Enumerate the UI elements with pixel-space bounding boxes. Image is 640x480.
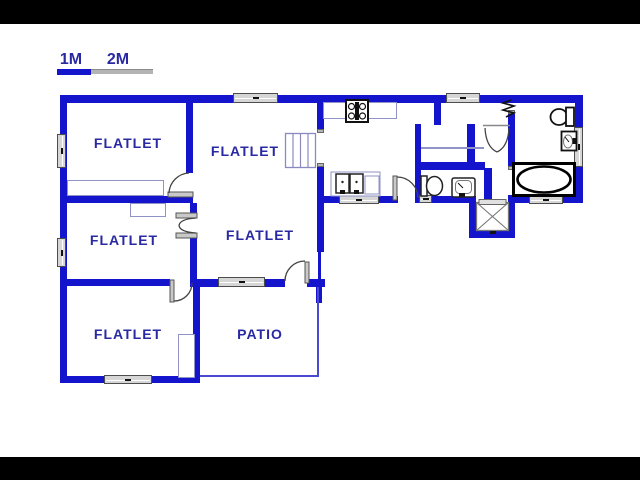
window — [446, 93, 480, 103]
patio-edge — [200, 375, 319, 377]
built-in-cupboard — [178, 334, 195, 378]
bathtub — [512, 162, 576, 197]
wc-toilet — [420, 175, 444, 197]
wall — [434, 95, 441, 125]
wall — [307, 279, 325, 287]
door-patio — [284, 260, 310, 284]
wall — [469, 196, 476, 238]
room-label-flatlet-mid-left: FLATLET — [89, 232, 159, 248]
wall — [193, 286, 200, 383]
wall — [415, 196, 475, 203]
bathroom-basin — [560, 130, 578, 152]
wall — [190, 203, 197, 215]
wall — [317, 95, 324, 133]
door-room1 — [167, 172, 194, 198]
letterbox-bottom — [0, 457, 640, 480]
door-jamb — [317, 129, 324, 133]
wall — [190, 236, 197, 282]
door-bottom-flatlet — [169, 279, 193, 303]
window — [104, 375, 152, 384]
wall — [508, 196, 515, 238]
room-label-patio: PATIO — [237, 326, 283, 342]
scale-bar-gray-segment — [91, 69, 153, 74]
wall — [467, 124, 475, 169]
wall — [484, 168, 492, 203]
patio-edge — [317, 287, 319, 377]
window — [57, 238, 66, 267]
wall — [60, 196, 193, 203]
bathroom-toilet — [549, 106, 575, 127]
room-label-flatlet-top-left: FLATLET — [93, 135, 163, 151]
double-swing-door — [175, 212, 198, 239]
room-label-flatlet-top-mid: FLATLET — [210, 143, 280, 159]
room-label-flatlet-mid: FLATLET — [225, 227, 295, 243]
wall — [60, 279, 170, 286]
half-wall-line — [421, 147, 484, 149]
built-in-counter — [67, 180, 164, 196]
wall — [318, 252, 321, 280]
wc-basin — [451, 177, 476, 198]
wall — [316, 287, 322, 303]
built-in-cupboard — [130, 203, 166, 217]
french-doors — [483, 124, 510, 153]
door-jamb — [317, 163, 324, 167]
wall — [508, 114, 515, 166]
letterbox-top — [0, 0, 640, 24]
stove — [345, 99, 369, 123]
wall — [317, 167, 324, 252]
scale-bar-blue-segment — [57, 69, 91, 75]
door-kitchen — [392, 175, 419, 201]
kitchen-double-sink — [330, 171, 381, 197]
window — [218, 277, 265, 287]
window — [57, 134, 66, 168]
accordion-door — [500, 99, 517, 118]
staircase — [284, 132, 317, 169]
shower — [475, 199, 510, 234]
wall — [186, 95, 193, 173]
window — [233, 93, 278, 103]
room-label-flatlet-bottom: FLATLET — [93, 326, 163, 342]
wall — [415, 162, 485, 170]
wall — [469, 231, 515, 238]
